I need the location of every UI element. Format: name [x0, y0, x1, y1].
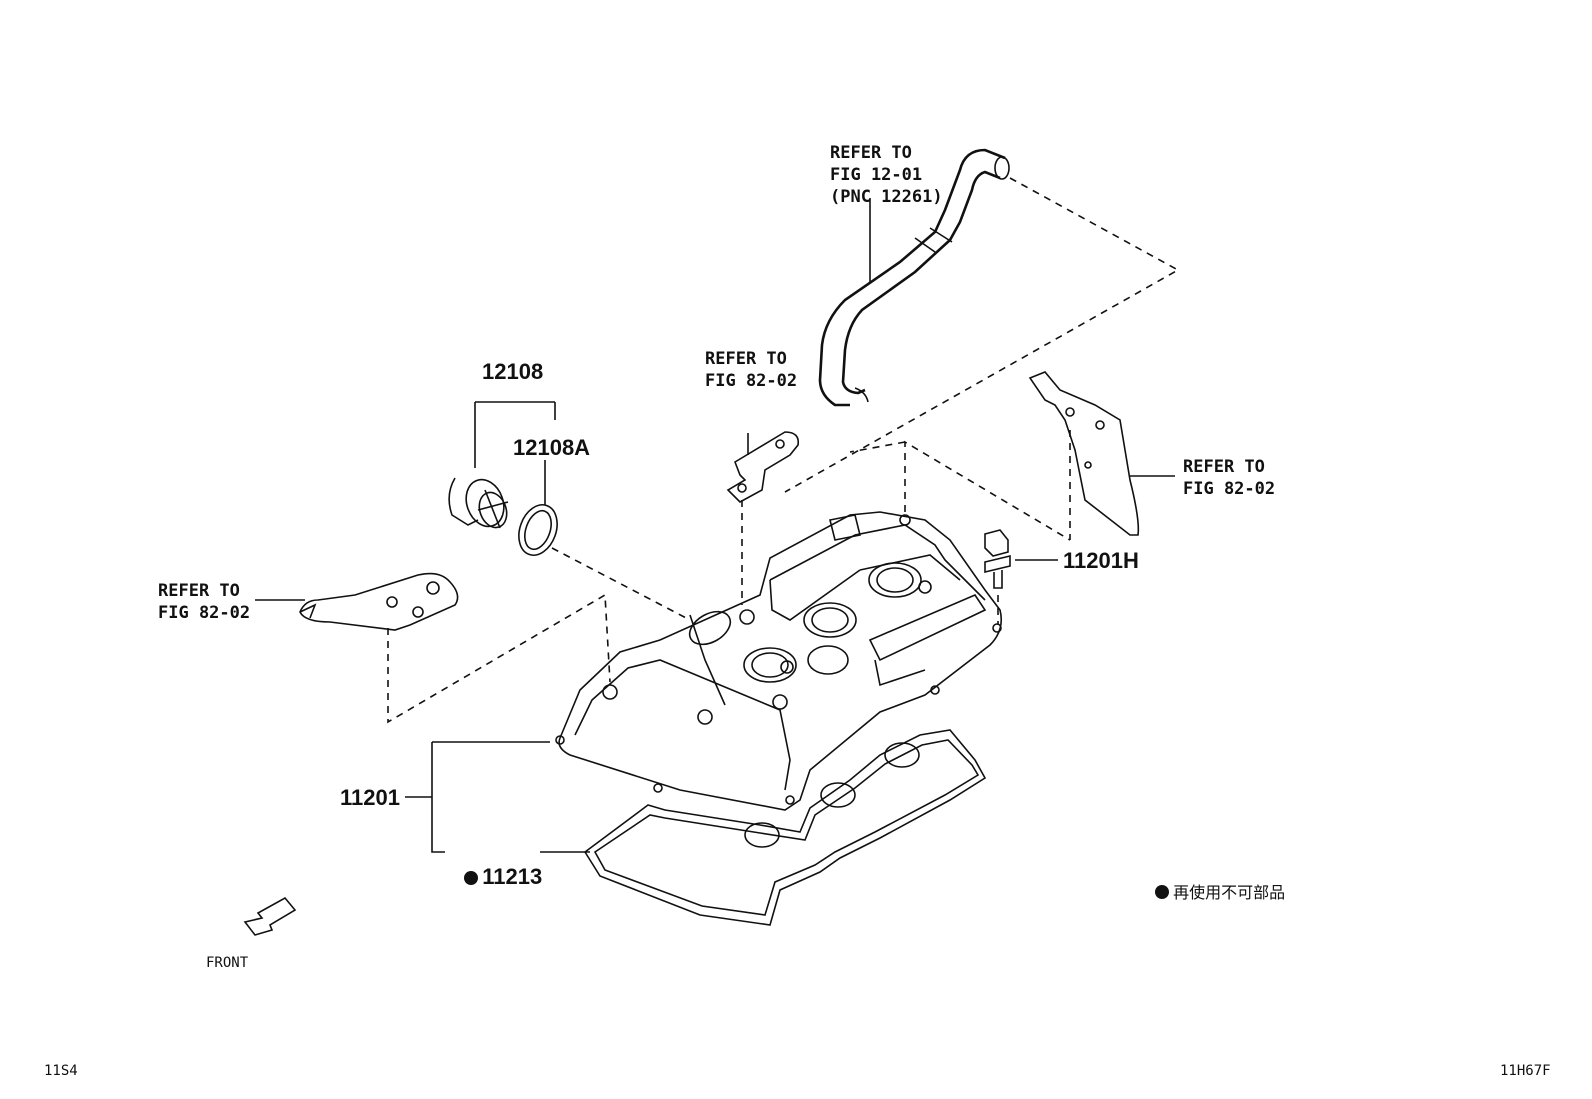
footer-right-code: 11H67F: [1500, 1063, 1551, 1079]
11201-bracket: [431, 742, 445, 853]
left-bracket-ref-line2: FIG 82-02: [158, 603, 251, 623]
part-number-12108: 12108: [482, 359, 544, 384]
non-reusable-dot-icon: [464, 871, 479, 885]
right-bracket-ref-line1: REFER TO: [1183, 457, 1265, 477]
legend-row: 再使用不可部品: [1145, 860, 1285, 904]
center-bracket: [726, 431, 800, 503]
front-label: FRONT: [206, 955, 249, 971]
filler-dashed: [551, 547, 691, 621]
legend-text: 再使用不可部品: [1173, 883, 1286, 902]
bolt-11201h: [984, 529, 1011, 589]
left-bracket-ref-line1: REFER TO: [158, 581, 240, 601]
hose-ref-line1: REFER TO: [830, 143, 912, 163]
part-number-12108a: 12108A: [513, 435, 591, 460]
left-bracket: [299, 572, 459, 631]
valve-cover: [555, 511, 1003, 811]
right-bracket: [1028, 371, 1140, 536]
left-bracket-dashed: [387, 593, 611, 724]
center-bracket-ref-line2: FIG 82-02: [705, 371, 798, 391]
hose-dashed-leader: [784, 177, 1180, 493]
part-number-11213-row: 11213: [452, 841, 542, 889]
legend-dot-icon: [1155, 885, 1170, 899]
hose-ref-line2: FIG 12-01: [830, 165, 923, 185]
center-bracket-ref-line1: REFER TO: [705, 349, 787, 369]
valve-cover-gasket: [583, 729, 987, 926]
oil-filler-gasket: [518, 504, 558, 556]
oil-filler-cap: [448, 477, 509, 529]
part-number-11201: 11201: [340, 785, 400, 810]
part-number-11201h: 11201H: [1063, 548, 1139, 573]
footer-left-code: 11S4: [44, 1063, 78, 1079]
front-arrow-icon: [243, 896, 297, 936]
part-number-11213: 11213: [482, 864, 543, 889]
12108-bracket-line: [474, 401, 556, 468]
cover-dashed: [849, 440, 1071, 541]
right-bracket-ref-line2: FIG 82-02: [1183, 479, 1276, 499]
hose-ref-line3: (PNC 12261): [830, 187, 943, 207]
pcv-hose: [818, 148, 1010, 407]
